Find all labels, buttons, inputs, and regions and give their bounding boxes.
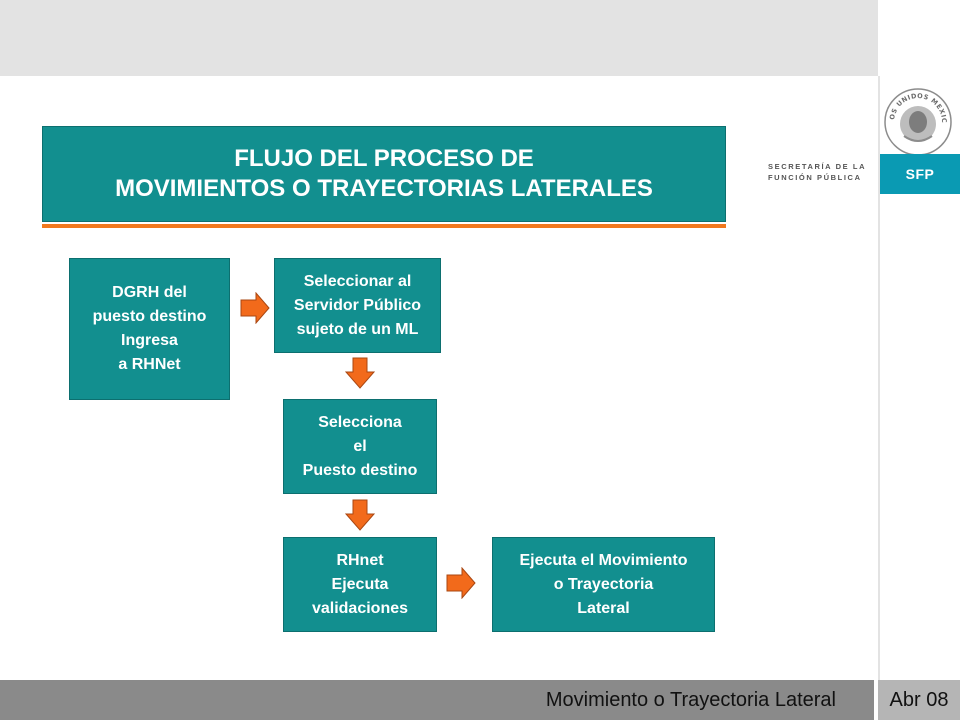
node-rhnet-validaciones: RHnet Ejecuta validaciones	[283, 537, 437, 632]
node-ejecuta-line: Ejecuta el Movimiento	[519, 551, 688, 569]
arrow-right-icon	[446, 567, 476, 599]
header-band	[0, 0, 878, 76]
node-dgrh-line: puesto destino	[92, 308, 207, 325]
title-line-1: FLUJO DEL PROCESO DE	[234, 145, 534, 172]
node-ejecuta-line: o Trayectoria	[553, 575, 654, 593]
node-dgrh-line: Ingresa	[121, 332, 178, 349]
node-seleccionar-line: sujeto de un ML	[296, 320, 419, 338]
node-seleccionar-line: Servidor Público	[293, 296, 422, 314]
header-corner	[878, 0, 960, 76]
coat-of-arms-seal: ESTADOS UNIDOS MEXICANOS	[882, 86, 952, 156]
secretaria-line-2: FUNCIÓN PÚBLICA	[768, 173, 862, 182]
node-rhnet-line: RHnet	[336, 551, 384, 569]
page-title: FLUJO DEL PROCESO DE MOVIMIENTOS O TRAYE…	[42, 126, 726, 222]
node-selecciona-puesto: Selecciona el Puesto destino	[283, 399, 437, 494]
secretaria-line-1: SECRETARÍA DE LA	[768, 162, 867, 171]
arrow-down-icon	[345, 499, 375, 531]
node-dgrh-line: a RHNet	[118, 356, 181, 373]
node-selecciona-line: Puesto destino	[302, 461, 418, 479]
title-line-2: MOVIMIENTOS O TRAYECTORIAS LATERALES	[115, 175, 653, 202]
node-selecciona-line: Selecciona	[318, 413, 402, 431]
footer-caption: Movimiento o Trayectoria Lateral	[545, 689, 836, 711]
node-dgrh-line: DGRH del	[112, 284, 187, 301]
node-dgrh: DGRH del puesto destino Ingresa a RHNet	[69, 258, 230, 400]
node-seleccionar-line: Seleccionar al	[303, 272, 412, 290]
footer-bar	[0, 680, 874, 720]
node-rhnet-line: validaciones	[311, 599, 409, 617]
title-underline	[42, 224, 726, 228]
node-ejecuta-line: Lateral	[577, 599, 630, 617]
footer-date: Abr 08	[889, 689, 949, 711]
node-ejecuta-movimiento: Ejecuta el Movimiento o Trayectoria Late…	[492, 537, 715, 632]
secretaria-label: SECRETARÍA DE LA FUNCIÓN PÚBLICA	[768, 161, 880, 183]
arrow-down-icon	[345, 357, 375, 389]
node-seleccionar-servidor: Seleccionar al Servidor Público sujeto d…	[274, 258, 441, 353]
arrow-right-icon	[240, 292, 270, 324]
sfp-badge: SFP	[880, 154, 960, 194]
node-rhnet-line: Ejecuta	[331, 575, 389, 593]
footer-date-panel	[878, 680, 960, 720]
node-selecciona-line: el	[353, 437, 367, 455]
right-divider	[878, 76, 880, 680]
